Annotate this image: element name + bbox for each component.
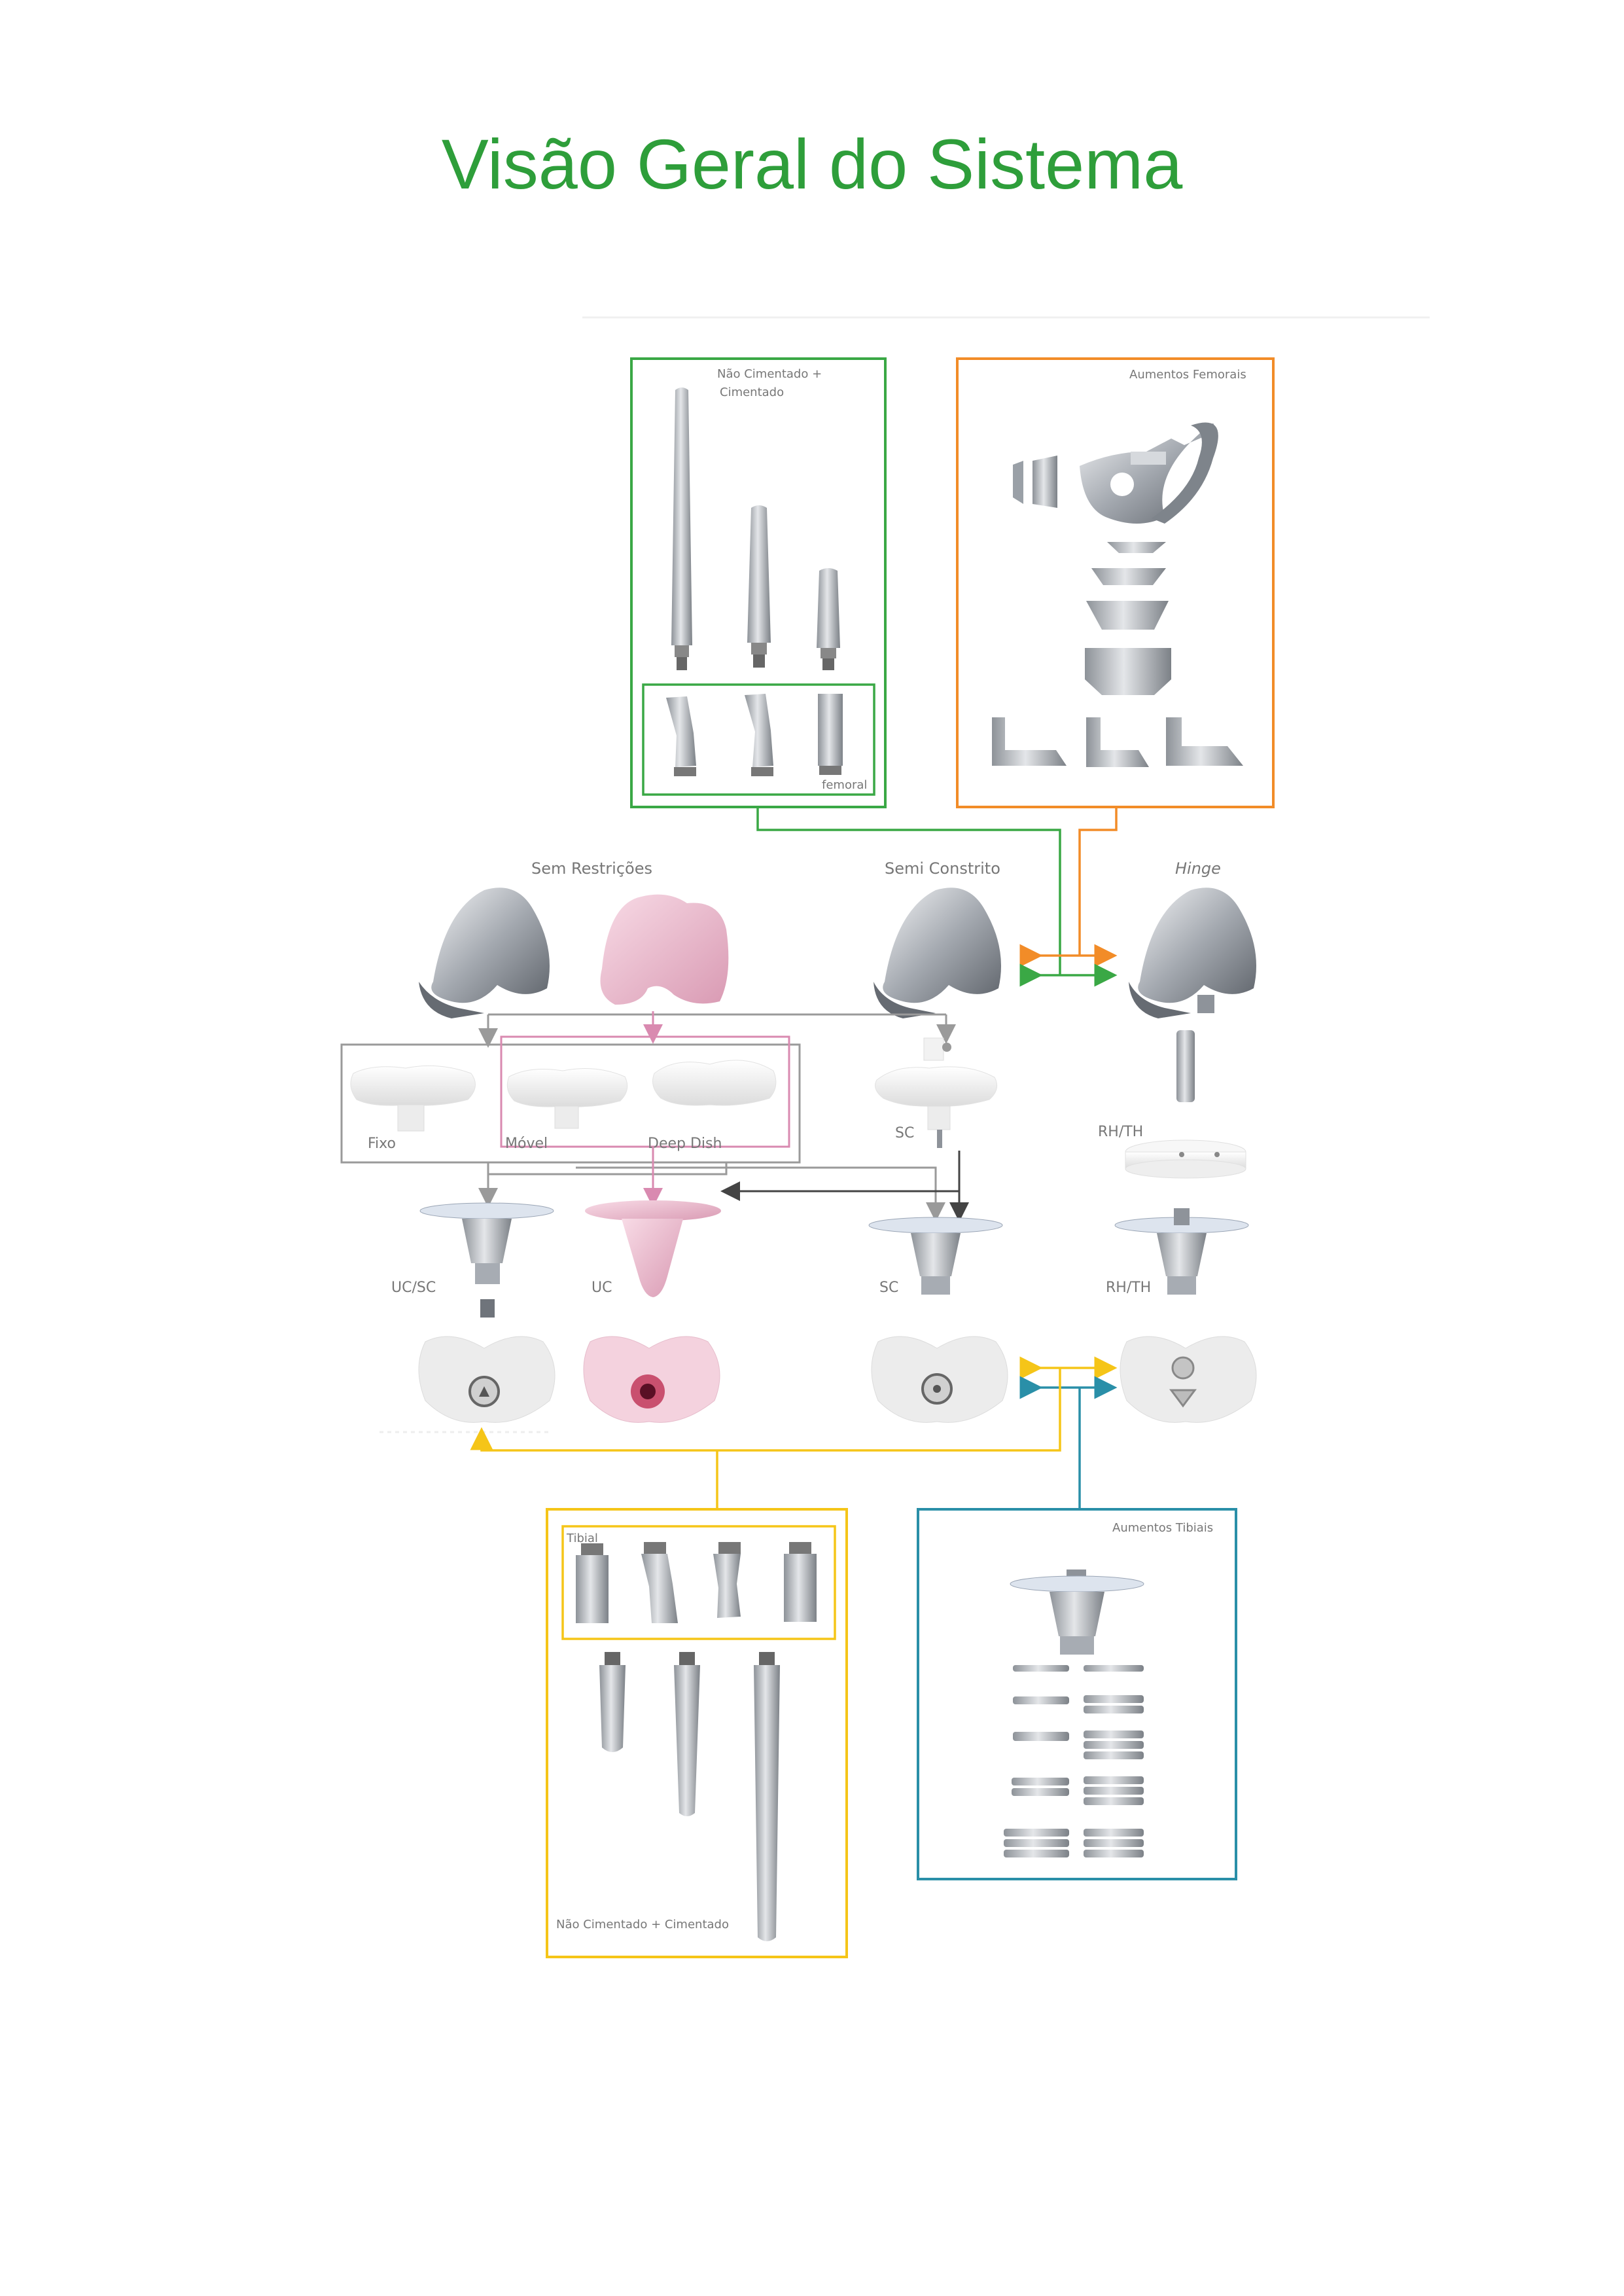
femoral-augments-box: Aumentos Femorais [956, 357, 1275, 808]
tibial-offset-label: Tibial [566, 1532, 598, 1545]
tibial-augments-label: Aumentos Tibiais [1112, 1521, 1213, 1535]
tibial-offset-adapter-2 [641, 1542, 678, 1623]
femoral-augment-distal-4 [1085, 648, 1171, 695]
tibial-tray-rh-th-label: RH/TH [1106, 1280, 1151, 1296]
femoral-stems-connector [756, 807, 1061, 975]
insert-sc-label: SC [895, 1125, 914, 1141]
femoral-stems-box: Não Cimentado + Cimentado [630, 357, 887, 808]
tibial-stems-label: Não Cimentado + Cimentado [556, 1918, 729, 1931]
tibial-augment-stack [1004, 1665, 1144, 1857]
column-hinge-label: Hinge [1175, 859, 1221, 878]
femoral-stems-label-line2: Cimentado [720, 386, 784, 399]
femoral-augment-l-1 [992, 717, 1067, 766]
insert-deep-dish-label: Deep Dish [648, 1136, 722, 1152]
tibial-tray-uc [585, 1200, 721, 1297]
hinge-axle [1176, 1030, 1195, 1102]
tibial-augment-tray [1010, 1570, 1144, 1655]
tibial-tray-sc-label: SC [879, 1280, 898, 1296]
femoral-augment-posterior-2 [1033, 456, 1057, 508]
tibial-stem-medium [674, 1652, 700, 1816]
tibial-tray-uc-label: UC [591, 1280, 612, 1296]
femoral-augment-distal-1 [1107, 542, 1166, 553]
femoral-stem-long [671, 387, 692, 670]
tibial-tray-uc-sc-label: UC/SC [391, 1280, 436, 1296]
tibial-stem-short [599, 1652, 626, 1752]
femoral-stem-short [817, 568, 840, 670]
inserts-mobile-box [500, 1035, 790, 1148]
tibial-stems-box: Tibial Não Cimentado + [546, 1508, 848, 1958]
tibial-tray-rh-th [1114, 1208, 1249, 1295]
inserts-unconstrained-box [340, 1043, 801, 1164]
femoral-offset-adapter-2 [745, 694, 773, 776]
insert-mobile [506, 1068, 628, 1129]
femoral-component-semi-constrained [874, 888, 1001, 1018]
tibial-offset-adapter-3 [713, 1542, 741, 1618]
tibial-offset-adapter-1 [576, 1543, 609, 1623]
tibial-tray-uc-sc [419, 1202, 554, 1318]
femoral-augments-label: Aumentos Femorais [1129, 368, 1246, 382]
insert-rh-th-label: RH/TH [1098, 1124, 1143, 1140]
tibial-tray-sc [868, 1217, 1003, 1295]
column-unconstrained-label: Sem Restrições [531, 859, 652, 878]
tibial-plateau-uc [583, 1336, 720, 1423]
insert-mobile-label: Móvel [505, 1136, 548, 1152]
insert-fixed-label: Fixo [368, 1136, 396, 1152]
femoral-component-unconstrained [419, 888, 550, 1018]
insert-rh-th [1125, 1139, 1246, 1179]
tibial-plateau-uc-sc [418, 1336, 556, 1423]
femoral-component-augments-view [1080, 422, 1218, 524]
column-semi-constrained-label: Semi Constrito [885, 859, 1000, 878]
femoral-augments-connector [1078, 807, 1118, 956]
tibial-plateau-sc [871, 1336, 1008, 1423]
tibial-stem-long [754, 1652, 780, 1941]
femoral-augment-l-2 [1086, 717, 1149, 767]
insert-sc [875, 1037, 998, 1148]
femoral-offset-adapter-3 [818, 694, 843, 775]
tibial-offset-adapter-4 [784, 1542, 817, 1622]
femoral-augment-posterior-1 [1013, 461, 1023, 504]
page-title: Visão Geral do Sistema [441, 124, 1183, 204]
femoral-augment-distal-3 [1086, 601, 1169, 630]
femoral-augment-distal-2 [1091, 568, 1166, 585]
arrow-to-tray-sc-gray [576, 1166, 945, 1222]
femoral-offset-label: femoral [822, 778, 867, 792]
insert-fixed [350, 1065, 476, 1132]
tibial-plateau-rh-th [1120, 1336, 1257, 1423]
femoral-offset-adapter-1 [666, 696, 696, 776]
femoral-stems-label-line1: Não Cimentado + [717, 367, 822, 381]
tibial-stems-to-uc-sc-connector [470, 1368, 1061, 1452]
femoral-component-hinge [1129, 888, 1256, 1018]
femoral-augment-l-3 [1166, 717, 1243, 766]
femoral-stem-medium [747, 505, 771, 668]
tibial-augments-box: Aumentos Tibiais [917, 1508, 1237, 1880]
femoral-component-rose-trial [600, 894, 729, 1005]
insert-deep-dish [652, 1060, 777, 1106]
